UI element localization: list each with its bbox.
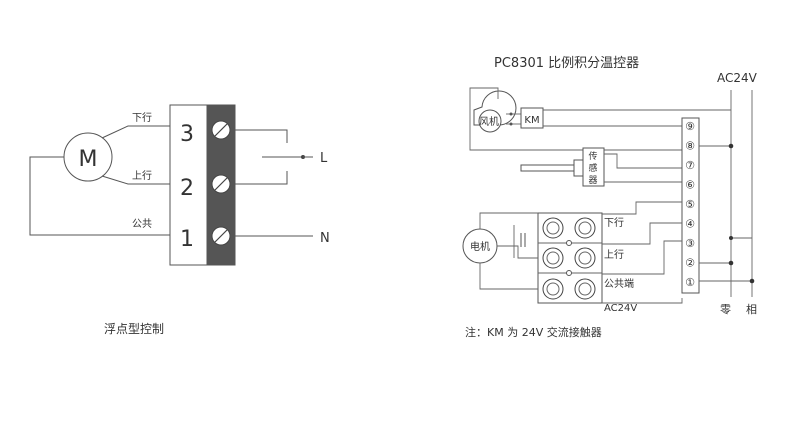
motor-up-label: 上行 [604, 248, 624, 261]
sensor-label-2: 感 [588, 162, 597, 174]
terminal-number: ⑥ [685, 179, 695, 192]
down-to-t5 [602, 201, 682, 215]
sensor-label-3: 器 [588, 175, 597, 186]
L-label: L [320, 151, 328, 166]
pc8301-diagram: PC8301 比例积分温控器 AC24V 零 相 风机 KM 传 感 器 [462, 56, 758, 339]
fan-return-wire [469, 87, 682, 151]
terminal-number: ④ [685, 218, 695, 231]
common-to-t3 [602, 240, 682, 275]
ac-bottom-wire [602, 298, 683, 304]
km-box [520, 107, 544, 129]
terminal-number: ⑨ [685, 120, 695, 133]
motor-wire-bottom [479, 263, 538, 290]
terminal-number: ③ [685, 237, 695, 250]
terminal-number: ⑧ [685, 140, 695, 153]
terminal-2-label: 2 [180, 176, 194, 201]
motor-ac24v-label: AC24V [604, 303, 637, 314]
terminal-strip [681, 117, 700, 294]
motor-label-right: 电机 [470, 240, 490, 253]
motor-down-label: 下行 [604, 216, 624, 229]
terminal-1-label: 1 [180, 227, 194, 252]
motor-wire-mid [497, 245, 538, 259]
common-label: 公共 [132, 218, 152, 230]
motor-common-label: 公共端 [604, 277, 634, 290]
up-label: 上行 [132, 169, 152, 182]
up-wire [101, 175, 170, 185]
N-label: N [320, 231, 330, 246]
floating-control-diagram: M 下行 上行 公共 3 2 1 L [29, 104, 330, 336]
switch-lower-wire [230, 171, 288, 185]
terminal-screw-3 [211, 120, 231, 140]
km-label: KM [524, 115, 539, 126]
right-title: PC8301 比例积分温控器 [494, 56, 639, 71]
phase-label: 相 [746, 303, 757, 316]
right-note: 注：KM 为 24V 交流接触器 [465, 325, 602, 339]
left-caption: 浮点型控制 [104, 322, 164, 336]
terminal-number-column [169, 104, 208, 266]
sensor-label-1: 传 [588, 150, 597, 162]
sensor-wire-7 [604, 153, 682, 169]
zero-label: 零 [720, 303, 731, 316]
terminal-number: ⑦ [685, 159, 695, 172]
down-label: 下行 [132, 111, 152, 124]
terminal-number: ① [685, 276, 695, 289]
terminal-screw-2 [211, 174, 231, 194]
sensor-body [582, 147, 605, 187]
ac24v-top-label: AC24V [717, 71, 758, 85]
terminal-3-label: 3 [180, 122, 194, 147]
switch-upper-wire [230, 129, 288, 143]
fan-icon [473, 90, 517, 133]
terminal-number: ② [685, 257, 695, 270]
terminal-screw-1 [211, 226, 231, 246]
fan-label: 风机 [479, 115, 499, 128]
terminal-numbers: ⑨ ⑧ ⑦ ⑥ ⑤ ④ ③ ② ① [685, 120, 695, 289]
up-to-t4 [602, 222, 682, 245]
motor-wire-top [479, 212, 538, 229]
terminal-number: ⑤ [685, 198, 695, 211]
motor-block-screws [542, 217, 596, 300]
motor-label: M [79, 147, 98, 172]
common-wire [29, 156, 170, 236]
sensor-probe [520, 164, 580, 172]
sensor-collar [573, 159, 584, 177]
down-wire [101, 125, 170, 139]
